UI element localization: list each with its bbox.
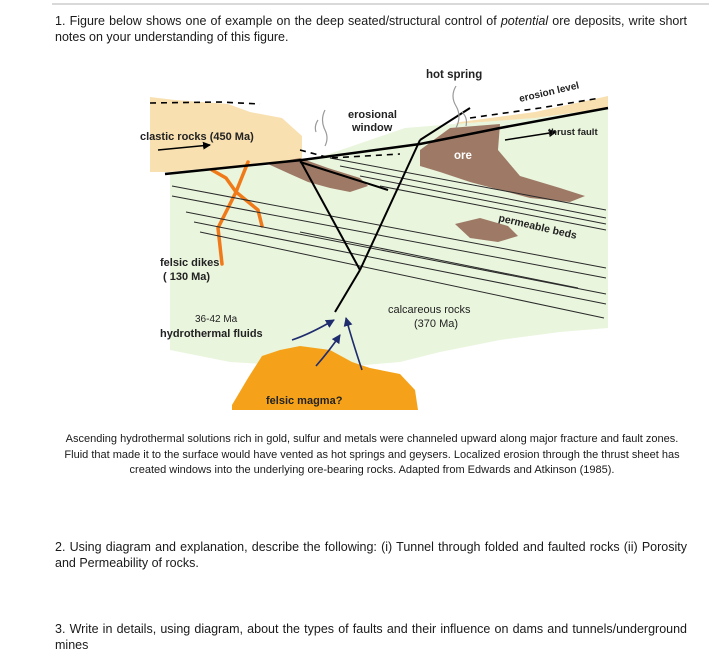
question-1-emphasis: potential [500,14,549,28]
question-3: 3. Write in details, using diagram, abou… [55,622,687,652]
clastic-rocks-label: clastic rocks (450 Ma) [140,131,254,143]
calcareous-rocks-label-2: (370 Ma) [414,318,458,330]
thrust-fault-line [164,106,609,176]
thrust-arrow-left [157,141,211,151]
calcareous-rocks-label-1: calcareous rocks [388,304,471,316]
thrust-fault-label: thrust fault [548,127,598,138]
clastic-rocks-block [150,97,302,172]
question-1-text-end: ore deposits, write short notes on your … [55,14,688,44]
fault-lines [299,107,471,313]
ore-body-center [420,124,585,202]
felsic-dikes-label-1: felsic dikes [160,257,219,269]
question-2: 2. Using diagram and explanation, descri… [55,540,687,570]
top-rule [52,3,709,5]
erosional-window-label-2: window [351,122,393,134]
hot-spring-label: hot spring [426,69,482,81]
hot-spring-vents [314,85,468,147]
fluids-age-label: 36-42 Ma [195,314,238,325]
figure-caption: Ascending hydrothermal solutions rich in… [64,433,680,476]
felsic-magma-label: felsic magma? [266,395,343,407]
erosional-window-label-1: erosional [348,109,397,121]
felsic-dike [210,160,264,266]
felsic-dikes-label-2: ( 130 Ma) [163,271,210,283]
permeable-beds [171,157,607,319]
ore-body-lower [455,218,518,242]
question-1-text: 1. Figure below shows one of example on … [55,14,501,28]
felsic-magma-body [232,346,418,410]
erosion-level-line [149,97,601,159]
clastic-rocks-block-right [455,96,608,124]
thrust-arrow-right [504,129,557,141]
ore-body-left [268,158,368,192]
hydrothermal-fluids-label: hydrothermal fluids [160,328,263,340]
question-1: 1. Figure below shows one of example on … [55,13,687,45]
ore-deposit-figure: hot spring erosion level erosional windo… [140,69,609,410]
hydrothermal-fluid-arrows [291,317,363,371]
ore-label: ore [454,150,472,162]
erosion-level-label: erosion level [518,80,580,105]
